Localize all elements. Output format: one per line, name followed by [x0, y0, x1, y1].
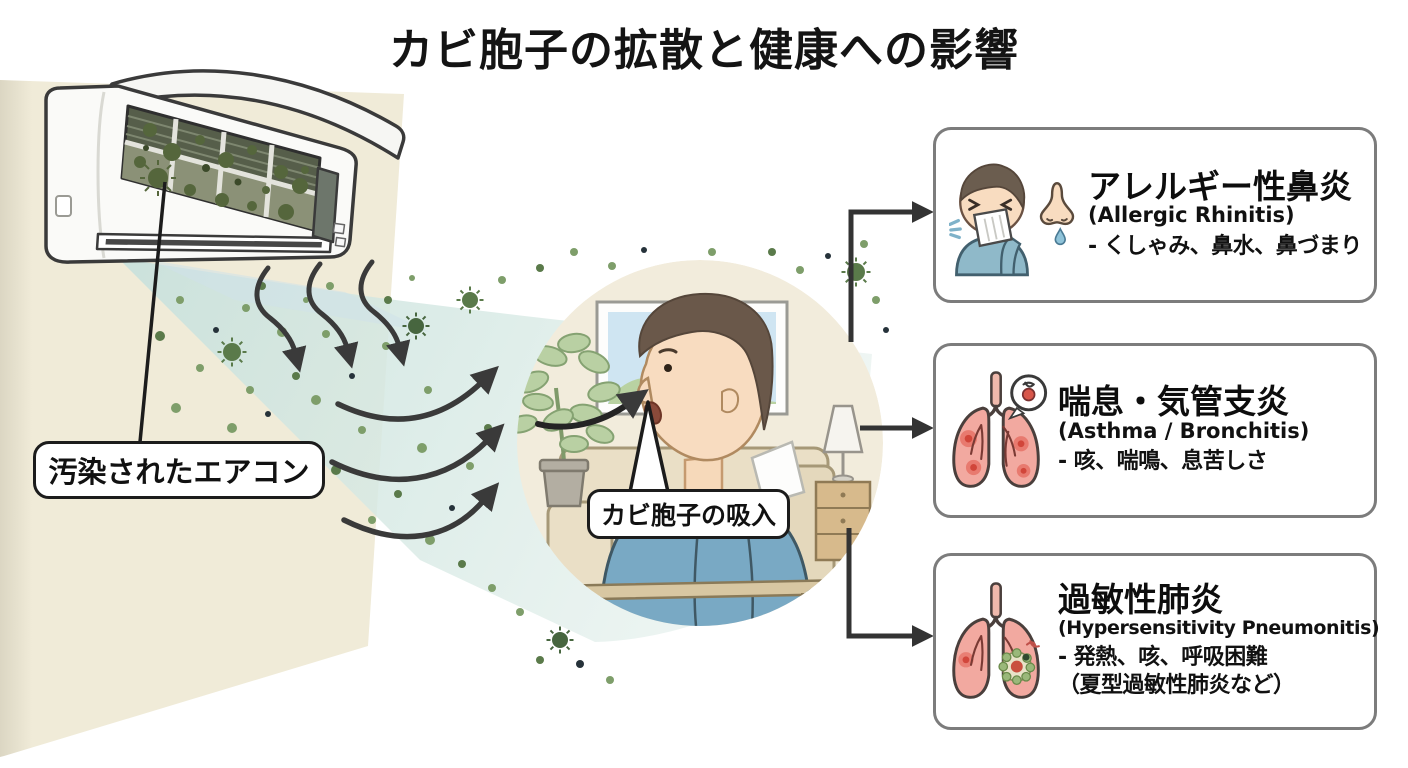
mold-colony	[998, 639, 1040, 685]
moldy-filter	[120, 104, 322, 232]
connector-top	[848, 200, 934, 342]
ac-vent	[95, 232, 333, 254]
connector-bottom	[846, 528, 934, 648]
bronchus-closeup-icon	[1007, 373, 1048, 420]
effect-title-jp: アレルギー性鼻炎	[1088, 166, 1352, 206]
effect-title-en: (Allergic Rhinitis)	[1088, 203, 1295, 228]
pneumonitis-text: 過敏性肺炎 (Hypersensitivity Pneumonitis) - 発…	[1058, 580, 1380, 700]
page-title: カビ胞子の拡散と健康への影響	[389, 25, 1019, 76]
pneumonitis-icon-wrap	[948, 572, 1050, 712]
effect-symptoms: - 発熱、咳、呼吸困難	[1058, 645, 1268, 671]
airflow-arrows	[254, 259, 505, 540]
side-table-and-lamp	[814, 404, 872, 562]
contaminated-ac-label-text: 汚染されたエアコン	[48, 455, 310, 489]
label-pointer-line	[138, 181, 167, 443]
effect-title-jp: 喘息・気管支炎	[1058, 382, 1289, 422]
contaminated-ac-label: 汚染されたエアコン	[33, 441, 325, 499]
effect-title-jp: 過敏性肺炎	[1058, 580, 1223, 620]
inflamed-lungs-icon	[952, 370, 1048, 488]
sofa-pillow	[750, 440, 806, 506]
hair	[638, 292, 774, 431]
mold-splotches	[134, 123, 309, 220]
runny-nose-icon	[1039, 181, 1075, 246]
effect-box-hypersensitivity-pneumonitis: 過敏性肺炎 (Hypersensitivity Pneumonitis) - 発…	[933, 553, 1380, 730]
spore-inhalation-label: カビ胞子の吸入	[587, 489, 790, 539]
lungs-with-mold-colony-icon	[952, 581, 1040, 699]
potted-plant	[517, 332, 621, 508]
effect-box-asthma-bronchitis: 喘息・気管支炎 (Asthma / Bronchitis) - 咳、喘鳴、息苦し…	[933, 343, 1377, 518]
effect-title-en: (Hypersensitivity Pneumonitis)	[1058, 617, 1380, 640]
effect-symptoms-line2: （夏型過敏性肺炎など）	[1058, 673, 1295, 699]
asthma-text: 喘息・気管支炎 (Asthma / Bronchitis) - 咳、喘鳴、息苦し…	[1058, 384, 1364, 476]
connectors	[846, 200, 934, 648]
effect-symptoms: - 咳、喘鳴、息苦しさ	[1058, 449, 1268, 475]
air-conditioner-illustration	[44, 69, 406, 264]
sneezing-person-icon	[949, 163, 1029, 277]
effect-box-allergic-rhinitis: アレルギー性鼻炎 (Allergic Rhinitis) - くしゃみ、鼻水、鼻…	[933, 127, 1377, 303]
mold-spores	[155, 240, 889, 684]
spore-inhalation-label-text: カビ胞子の吸入	[600, 501, 776, 530]
inhale-arrow	[535, 389, 649, 430]
asthma-icon-wrap	[948, 361, 1050, 501]
allergic-rhinitis-text: アレルギー性鼻炎 (Allergic Rhinitis) - くしゃみ、鼻水、鼻…	[1088, 169, 1364, 261]
effect-title-en: (Asthma / Bronchitis)	[1058, 418, 1310, 443]
effect-symptoms: - くしゃみ、鼻水、鼻づまり	[1088, 233, 1362, 259]
allergic-rhinitis-icons	[948, 149, 1080, 281]
